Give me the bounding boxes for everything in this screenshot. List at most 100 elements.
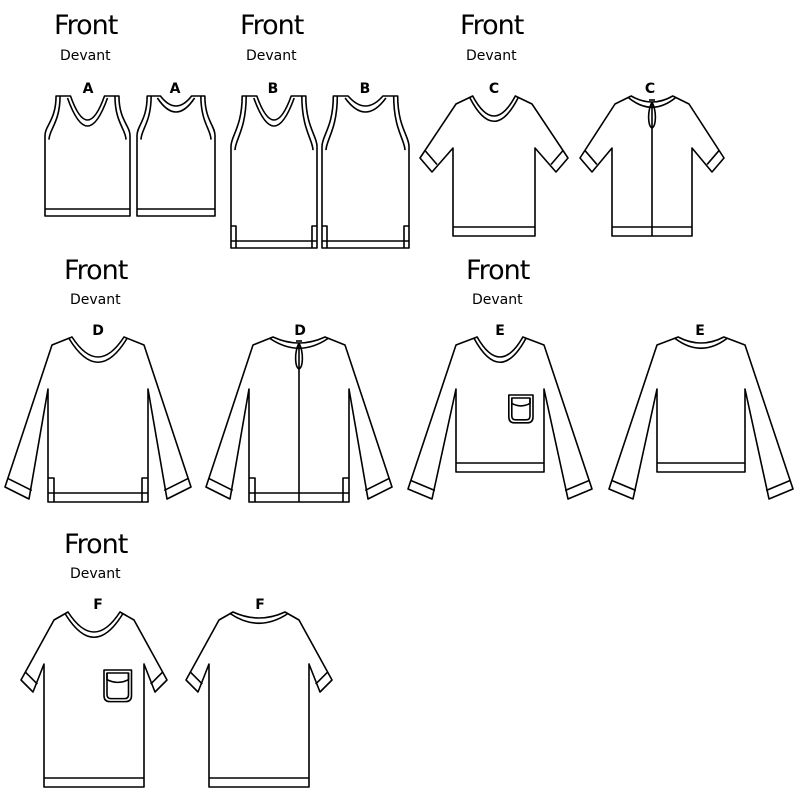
neckband-seam — [64, 613, 124, 639]
garment-outline — [407, 336, 593, 500]
sleeve-cuff-seam — [564, 479, 590, 492]
view-label: E — [695, 323, 705, 339]
garment-outline — [136, 95, 216, 217]
garment-view-e-back: E — [608, 323, 794, 500]
sleeve-cuff-seam — [163, 477, 189, 492]
heading-front: Front — [54, 10, 118, 41]
pocket — [508, 394, 534, 424]
heading-group-e: Front Devant — [466, 255, 531, 308]
view-label: E — [495, 323, 505, 339]
armhole-binding — [114, 95, 127, 140]
sleeve-cuff-seam — [584, 149, 598, 165]
sleeve-cuff-seam — [611, 479, 637, 492]
view-label: B — [268, 81, 279, 97]
garment-view-c-back: C — [579, 81, 725, 237]
armhole-binding — [140, 95, 152, 140]
heading-front: Front — [64, 529, 128, 560]
view-label: D — [294, 323, 306, 339]
sleeve-cuff-seam — [765, 479, 791, 492]
armhole-binding — [48, 95, 61, 140]
garment-outline — [185, 611, 333, 788]
heading-front: Front — [466, 255, 530, 286]
view-label: A — [83, 81, 94, 97]
side-slit — [231, 225, 237, 248]
pocket-topstitch — [511, 397, 531, 421]
sleeve-cuff-seam — [706, 149, 720, 165]
garment-view-e-front: E — [407, 323, 593, 500]
sleeve-cuff-seam — [150, 671, 164, 685]
garment-view-a-front: A — [44, 81, 131, 217]
neckband-seam — [66, 97, 109, 127]
heading-devant: Devant — [472, 292, 523, 308]
pocket-topstitch — [106, 672, 130, 700]
view-label: C — [645, 81, 655, 97]
side-slit — [141, 477, 148, 502]
view-label: B — [360, 81, 371, 97]
garment-outline — [4, 336, 192, 503]
side-slit — [322, 225, 328, 248]
side-slit — [342, 477, 349, 502]
sleeve-cuff-seam — [7, 477, 33, 492]
garment-outline — [321, 95, 410, 249]
keyhole-opening — [647, 101, 657, 129]
sleeve-cuff-seam — [550, 149, 564, 166]
sleeve-cuff-seam — [189, 671, 203, 685]
neckband-seam — [674, 337, 728, 350]
heading-front: Front — [240, 10, 304, 41]
side-slit — [48, 477, 55, 502]
garment-view-f-front: F — [20, 597, 168, 788]
armhole-binding — [200, 95, 212, 140]
sleeve-cuff-seam — [315, 671, 329, 685]
heading-front: Front — [460, 10, 524, 41]
view-label: D — [92, 323, 104, 339]
neckband-seam — [68, 338, 128, 364]
armhole-binding — [392, 95, 406, 151]
sleeve-cuff-seam — [424, 149, 438, 166]
neckband-seam — [253, 97, 295, 127]
neckband-seam — [156, 97, 196, 113]
pocket-flap — [106, 673, 130, 684]
keyhole-opening — [294, 342, 304, 370]
armhole-binding — [325, 95, 339, 151]
neckband-seam — [229, 612, 289, 624]
heading-group-b: Front Devant — [240, 10, 305, 64]
heading-devant: Devant — [70, 566, 121, 582]
garment-view-c-front: C — [419, 81, 569, 237]
pocket — [103, 669, 133, 703]
garment-view-b-back: B — [321, 81, 410, 249]
view-label: F — [255, 597, 265, 613]
armhole-binding — [301, 95, 314, 151]
sleeve-cuff-seam — [410, 479, 436, 492]
sleeve-cuff-seam — [364, 477, 390, 492]
neckband-seam — [468, 97, 520, 123]
armhole-binding — [234, 95, 247, 151]
heading-devant: Devant — [246, 48, 297, 64]
heading-front: Front — [64, 255, 128, 286]
garment-outline — [44, 95, 131, 217]
garment-view-b-front: B — [230, 81, 318, 249]
garment-outline — [419, 95, 569, 237]
garment-outline — [20, 611, 168, 788]
side-slit — [311, 225, 317, 248]
garment-view-a-back: A — [136, 81, 216, 217]
sleeve-cuff-seam — [24, 671, 38, 685]
side-slit — [403, 225, 409, 248]
heading-devant: Devant — [70, 292, 121, 308]
heading-group-c: Front Devant — [460, 10, 525, 64]
neckband-seam — [344, 97, 387, 113]
view-label: C — [489, 81, 499, 97]
view-label: A — [170, 81, 181, 97]
garment-outline — [230, 95, 318, 249]
side-slit — [249, 477, 256, 502]
heading-group-a: Front Devant — [54, 10, 119, 64]
garment-outline — [608, 336, 794, 500]
heading-devant: Devant — [466, 48, 517, 64]
garment-view-d-back: D — [205, 323, 393, 503]
heading-devant: Devant — [60, 48, 111, 64]
heading-group-d: Front Devant — [64, 255, 129, 308]
view-label: F — [93, 597, 103, 613]
pocket-flap — [511, 398, 531, 407]
garment-view-f-back: F — [185, 597, 333, 788]
heading-group-f: Front Devant — [64, 529, 129, 582]
